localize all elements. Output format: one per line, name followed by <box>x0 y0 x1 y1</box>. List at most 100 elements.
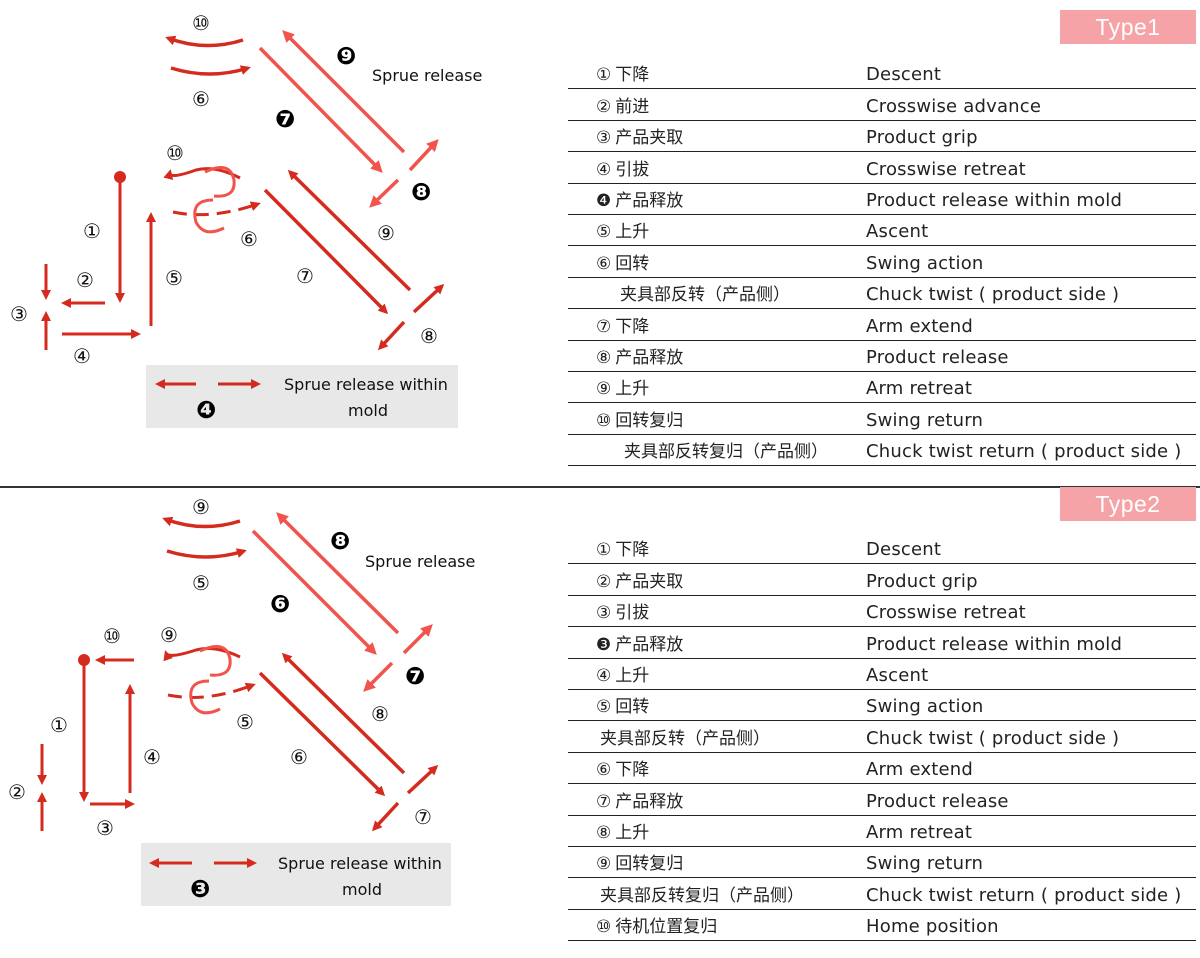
label-step3: ③ <box>10 302 28 326</box>
sprue-within-mold-note <box>141 843 451 906</box>
label-step10: ⑩ <box>103 624 121 648</box>
type2-badge: Type2 <box>1060 487 1196 521</box>
swing-action-arc <box>166 548 247 559</box>
swing-return-arc <box>162 516 241 529</box>
chuck-twist-swirl-icon <box>199 645 232 677</box>
label-step6: ⑥ <box>290 745 308 769</box>
swing-return-arc <box>165 35 244 48</box>
chuck-twist-swirl-icon <box>204 166 236 198</box>
product-release-arrow-up <box>412 283 445 314</box>
start-point-dot <box>114 171 126 183</box>
label-step9: ⑨ <box>377 221 395 245</box>
sprue-release-arrow-down <box>369 178 400 208</box>
product-release-arrow-up <box>406 764 439 795</box>
chuck-twist-return-swirl <box>163 167 241 180</box>
label-step10-mid: ⑩ <box>166 141 184 165</box>
label-step5: ⑤ <box>165 266 183 290</box>
label-step1: ① <box>83 219 101 243</box>
label-step9-bold: ❾ <box>336 42 356 70</box>
sprue-release-arrow-up <box>408 139 439 172</box>
table-row: 夹具部反转（产品侧）Chuck twist ( product side ) <box>568 278 1196 310</box>
label-step6-bold: ❻ <box>270 590 290 618</box>
label-sprue-release: Sprue release <box>365 552 475 571</box>
note-text-line1: Sprue release within <box>284 375 448 394</box>
type1-panel: Type1 ⑩ ⑥ ❾ Sprue release ❼ ❽ ⑩ ⑥ <box>10 10 1196 467</box>
arm-retreat-arrow <box>287 169 412 292</box>
label-step8: ⑧ <box>371 702 389 726</box>
label-step8-bold: ❽ <box>330 527 350 555</box>
product-release-arrow-down <box>377 320 406 351</box>
label-step2: ② <box>76 268 94 292</box>
label-step9-mid: ⑨ <box>160 623 178 647</box>
label-step7-bold: ❼ <box>405 662 425 690</box>
product-release-arrow-down <box>371 801 400 832</box>
label-step7-bold: ❼ <box>275 105 295 133</box>
label-step10-top: ⑩ <box>192 11 210 35</box>
table-row: 夹具部反转复归（产品侧）Chuck twist return ( product… <box>568 878 1196 910</box>
type1-badge: Type1 <box>1060 10 1196 44</box>
sprue-arm-extend-arrow <box>251 529 377 655</box>
chuck-twist-action-swirl <box>167 682 256 699</box>
sprue-release-arrow-up <box>402 624 433 655</box>
label-sprue-release: Sprue release <box>372 66 482 85</box>
label-step3: ③ <box>96 816 114 840</box>
label-step1: ① <box>50 713 68 737</box>
label-step6-mid: ⑥ <box>240 227 258 251</box>
sprue-within-mold-note <box>146 365 458 428</box>
label-step4: ④ <box>143 745 161 769</box>
section-divider <box>0 486 1200 488</box>
label-step2: ② <box>8 780 26 804</box>
label-step7: ⑦ <box>296 264 314 288</box>
label-step9-top: ⑨ <box>192 495 210 519</box>
label-step5-top: ⑤ <box>192 571 210 595</box>
arm-retreat-arrow <box>281 652 406 775</box>
note-text-line2: mold <box>348 401 388 420</box>
type2-motion-diagram: ⑨ ⑤ ❽ Sprue release ❻ ❼ ⑩ ⑨ ⑤ ⑧ ⑥ ⑦ <box>8 495 475 906</box>
label-step8-bold: ❽ <box>411 178 431 206</box>
type1-motion-diagram: ⑩ ⑥ ❾ Sprue release ❼ ❽ ⑩ ⑥ ⑨ ⑦ ⑧ ① <box>10 11 482 428</box>
arm-extend-arrow <box>263 188 389 315</box>
swing-action-arc <box>170 65 251 76</box>
sprue-arm-extend-arrow <box>258 46 383 173</box>
label-step5-mid: ⑤ <box>236 710 254 734</box>
sprue-arm-retreat-arrow <box>276 512 400 635</box>
label-step3-bold: ❸ <box>190 875 210 903</box>
chuck-twist-swirl-icon-2 <box>193 198 225 234</box>
label-step8: ⑧ <box>420 324 438 348</box>
sprue-release-arrow-down <box>363 661 394 692</box>
label-step7: ⑦ <box>414 805 432 829</box>
table-row: 夹具部反转复归（产品侧）Chuck twist return ( product… <box>568 435 1196 467</box>
note-text-line1: Sprue release within <box>278 854 442 873</box>
start-point-dot <box>78 654 90 666</box>
chuck-twist-action-swirl <box>172 201 261 217</box>
chuck-twist-swirl-icon-2 <box>189 679 221 715</box>
arm-extend-arrow <box>258 671 386 797</box>
label-step4: ④ <box>73 344 91 368</box>
type2-panel: Type2 ⑨ ⑤ ❽ Sprue release ❻ ❼ ⑩ ⑨ <box>0 487 1200 958</box>
label-step4-bold: ❹ <box>196 396 216 424</box>
note-text-line2: mold <box>342 880 382 899</box>
sprue-arm-retreat-arrow <box>282 30 406 154</box>
